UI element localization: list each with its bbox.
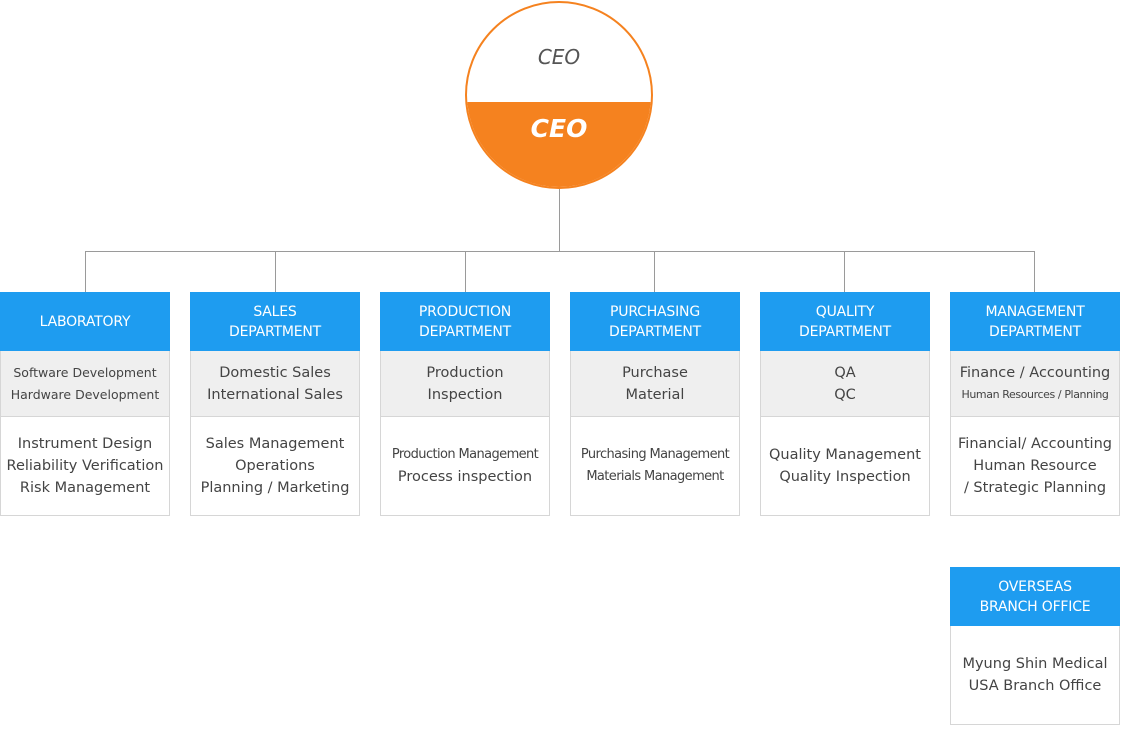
dept-management-subunits: Finance / Accounting Human Resources / P…	[950, 351, 1120, 417]
connector-laboratory	[85, 251, 86, 292]
subunit-label: Domestic Sales	[219, 364, 331, 381]
duty-label: Production Management	[391, 447, 539, 462]
dept-purchasing-subunits: Purchase Material	[570, 351, 740, 417]
dept-sales-subunits: Domestic Sales International Sales	[190, 351, 360, 417]
branch-label: USA Branch Office	[968, 678, 1102, 694]
dept-quality-header: QUALITY DEPARTMENT	[760, 292, 930, 351]
dept-purchasing-header: PURCHASING DEPARTMENT	[570, 292, 740, 351]
dept-management-duties: Financial/ Accounting Human Resource / S…	[950, 417, 1120, 516]
duty-label: Reliability Verification	[6, 458, 164, 474]
dept-production: PRODUCTION DEPARTMENT Production Inspect…	[380, 292, 550, 516]
duty-label: Human Resource	[973, 458, 1097, 474]
dept-header-line: QUALITY	[815, 303, 875, 320]
subunit-label: QA	[834, 364, 856, 381]
duty-label: Quality Inspection	[779, 469, 911, 485]
dept-header-line: OVERSEAS	[998, 578, 1072, 595]
subunit-label: Material	[625, 386, 685, 403]
branch-label: Myung Shin Medical	[962, 656, 1108, 672]
dept-header-line: PRODUCTION	[418, 303, 512, 320]
subunit-label: Inspection	[427, 386, 503, 403]
dept-production-header: PRODUCTION DEPARTMENT	[380, 292, 550, 351]
dept-production-duties: Production Management Process inspection	[380, 417, 550, 516]
dept-header-line: BRANCH OFFICE	[979, 598, 1091, 615]
ceo-node: CEO CEO	[465, 1, 653, 189]
ceo-connector-vertical	[559, 189, 560, 251]
dept-header-line: LABORATORY	[39, 313, 131, 330]
subunit-label: Software Development	[13, 364, 157, 380]
dept-production-subunits: Production Inspection	[380, 351, 550, 417]
duty-label: Financial/ Accounting	[958, 436, 1112, 452]
subunit-label: International Sales	[207, 386, 343, 403]
dept-sales-header: SALES DEPARTMENT	[190, 292, 360, 351]
dept-laboratory-subunits: Software Development Hardware Developmen…	[0, 351, 170, 417]
dept-sales-duties: Sales Management Operations Planning / M…	[190, 417, 360, 516]
subunit-label: Finance / Accounting	[959, 364, 1111, 381]
duty-label: Sales Management	[205, 436, 345, 452]
dept-quality-duties: Quality Management Quality Inspection	[760, 417, 930, 516]
dept-quality-subunits: QA QC	[760, 351, 930, 417]
dept-header-line: DEPARTMENT	[799, 323, 891, 340]
subunit-label: Production	[426, 364, 504, 381]
connector-management	[1034, 251, 1035, 292]
dept-sales: SALES DEPARTMENT Domestic Sales Internat…	[190, 292, 360, 516]
overseas-branch-office: OVERSEAS BRANCH OFFICE Myung Shin Medica…	[950, 567, 1120, 725]
dept-laboratory-header: LABORATORY	[0, 292, 170, 351]
dept-header-line: DEPARTMENT	[609, 323, 701, 340]
connector-sales	[275, 251, 276, 292]
overseas-branch-details: Myung Shin Medical USA Branch Office	[950, 626, 1120, 725]
dept-header-line: SALES	[253, 303, 297, 320]
ceo-title-bottom: CEO	[467, 102, 651, 187]
dept-laboratory-duties: Instrument Design Reliability Verificati…	[0, 417, 170, 516]
dept-laboratory: LABORATORY Software Development Hardware…	[0, 292, 170, 516]
duty-label: Process inspection	[397, 469, 533, 485]
dept-header-line: MANAGEMENT	[985, 303, 1085, 320]
connector-horizontal	[85, 251, 1035, 252]
duty-label: Instrument Design	[17, 436, 153, 452]
ceo-title-top: CEO	[537, 44, 581, 69]
duty-label: Purchasing Management	[580, 447, 730, 462]
connector-quality	[844, 251, 845, 292]
dept-management: MANAGEMENT DEPARTMENT Finance / Accounti…	[950, 292, 1120, 516]
subunit-label: Human Resources / Planning	[961, 387, 1109, 401]
connector-production	[465, 251, 466, 292]
duty-label: Operations	[235, 458, 315, 474]
duty-label: Risk Management	[19, 480, 151, 496]
subunit-label: Purchase	[622, 364, 688, 381]
duty-label: / Strategic Planning	[963, 480, 1107, 496]
duty-label: Planning / Marketing	[200, 480, 350, 496]
dept-quality: QUALITY DEPARTMENT QA QC Quality Managem…	[760, 292, 930, 516]
duty-label: Materials Management	[586, 469, 724, 484]
dept-header-line: DEPARTMENT	[989, 323, 1081, 340]
dept-header-line: PURCHASING	[610, 303, 700, 320]
dept-management-header: MANAGEMENT DEPARTMENT	[950, 292, 1120, 351]
dept-header-line: DEPARTMENT	[419, 323, 511, 340]
dept-purchasing: PURCHASING DEPARTMENT Purchase Material …	[570, 292, 740, 516]
dept-header-line: DEPARTMENT	[229, 323, 321, 340]
duty-label: Quality Management	[769, 447, 921, 463]
dept-purchasing-duties: Purchasing Management Materials Manageme…	[570, 417, 740, 516]
subunit-label: QC	[834, 386, 856, 403]
subunit-label: Hardware Development	[10, 386, 160, 402]
connector-purchasing	[654, 251, 655, 292]
overseas-branch-header: OVERSEAS BRANCH OFFICE	[950, 567, 1120, 626]
